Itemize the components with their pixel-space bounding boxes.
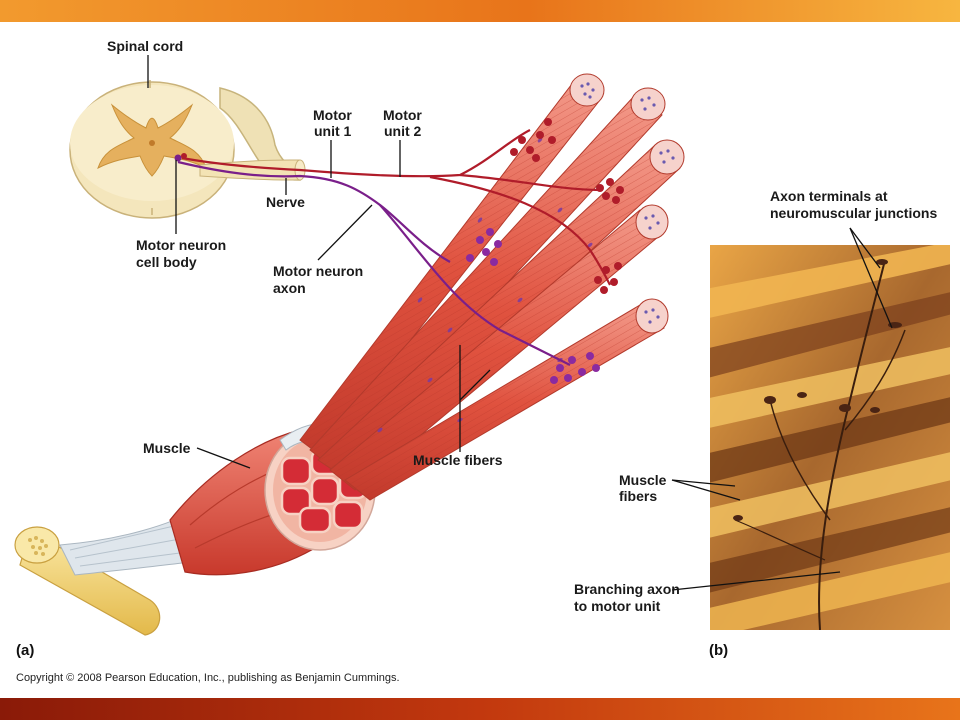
bottom-bar (0, 698, 960, 720)
label-branching-axon-line1: Branching axon (574, 581, 680, 597)
label-motor-neuron-axon-line1: Motor neuron (273, 263, 363, 279)
panel-label-a: (a) (16, 642, 34, 659)
label-b-muscle-fibers-line1: Muscle (619, 472, 667, 488)
panel-label-b: (b) (709, 642, 728, 659)
label-motor-unit-1-line2: unit 1 (314, 123, 352, 139)
spinal-cord-illustration (69, 80, 301, 219)
motor-neuron-cell-body-marker (174, 154, 182, 162)
label-muscle: Muscle (143, 440, 191, 456)
label-nerve: Nerve (266, 194, 305, 210)
label-axon-terminals-line2: neuromuscular junctions (770, 205, 937, 221)
label-muscle-fibers: Muscle fibers (413, 452, 503, 468)
micrograph-panel (710, 245, 950, 630)
tendon-illustration (14, 507, 206, 636)
label-motor-neuron-cell-body-line1: Motor neuron (136, 237, 226, 253)
motor-neuron-cell-body-marker-2 (181, 153, 187, 159)
top-bar (0, 0, 960, 22)
label-b-muscle-fibers-line2: fibers (619, 488, 657, 504)
label-motor-unit-2-line1: Motor (383, 107, 422, 123)
motor-unit-2-terminals (466, 228, 600, 384)
label-motor-neuron-cell-body-line2: cell body (136, 254, 197, 270)
label-branching-axon-line2: to motor unit (574, 598, 661, 614)
motor-unit-2-axon (177, 160, 571, 366)
label-motor-neuron-axon-line2: axon (273, 280, 306, 296)
label-motor-unit-2-line2: unit 2 (384, 123, 422, 139)
motor-unit-1-terminals (510, 118, 624, 294)
muscle-fibers-illustration (299, 73, 685, 501)
copyright-text: Copyright © 2008 Pearson Education, Inc.… (16, 672, 400, 684)
label-spinal-cord: Spinal cord (107, 38, 183, 54)
label-motor-unit-1-line1: Motor (313, 107, 352, 123)
leader-lines (147, 55, 893, 591)
label-axon-terminals-line1: Axon terminals at (770, 188, 888, 204)
